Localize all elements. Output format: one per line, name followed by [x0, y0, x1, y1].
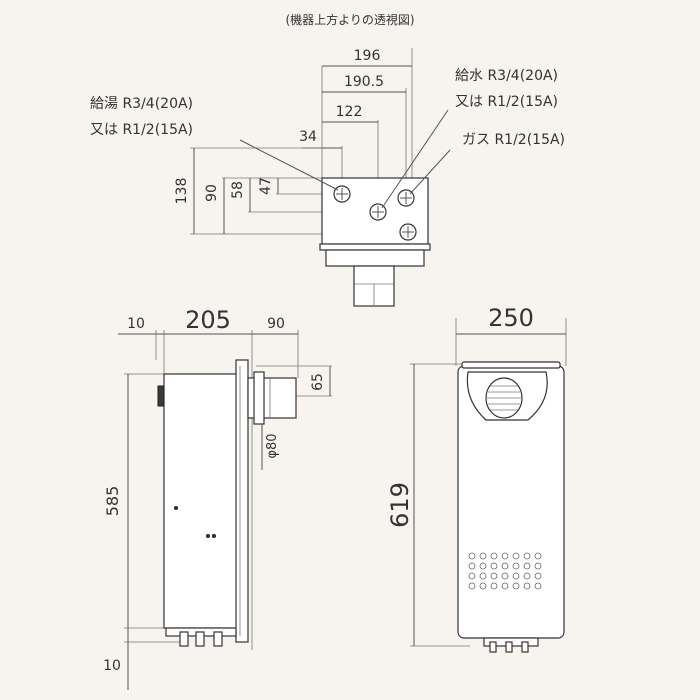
intake-hole [512, 562, 520, 570]
dim-122: 122 [336, 104, 363, 120]
front-view: 250 619 [386, 304, 567, 653]
intake-hole [512, 582, 520, 590]
side-screw-1 [174, 506, 178, 510]
label-hot-line2: 又は R1/2(15A) [90, 122, 193, 138]
label-gas: ガス R1/2(15A) [462, 132, 565, 148]
front-pipe-2 [505, 641, 513, 653]
intake-hole [468, 572, 476, 580]
intake-hole [468, 552, 476, 560]
dim-front-619: 619 [386, 482, 414, 528]
intake-hole [534, 552, 542, 560]
dim-side-585: 585 [103, 486, 122, 517]
intake-hole [490, 552, 498, 560]
dim-side-phi80: φ80 [265, 433, 280, 458]
intake-hole [523, 582, 531, 590]
front-pipe-3 [521, 641, 529, 653]
label-hot-line1: 給湯 R3/4(20A) [90, 95, 193, 112]
front-pipe-1 [489, 641, 497, 653]
dim-47: 47 [258, 177, 274, 195]
label-water-line1: 給水 R3/4(20A) [455, 68, 558, 84]
hot-water-fitting-icon [333, 185, 351, 203]
dim-58: 58 [230, 181, 246, 199]
leader-gas [409, 149, 451, 195]
dim-front-250: 250 [488, 304, 534, 332]
intake-hole [534, 562, 542, 570]
front-intake-grid [468, 552, 542, 590]
top-view-caption: (機器上方よりの透視図) [285, 12, 414, 27]
intake-hole [534, 582, 542, 590]
intake-hole [490, 582, 498, 590]
side-view: 10 205 90 65 φ80 585 10 [103, 306, 332, 690]
side-top-tab [157, 385, 165, 407]
side-mounting-plate [235, 359, 249, 643]
dim-138: 138 [174, 178, 190, 205]
intake-hole [479, 582, 487, 590]
intake-hole [490, 562, 498, 570]
lower-fitting-icon [399, 223, 417, 241]
intake-hole [468, 562, 476, 570]
top-unit-lower [325, 249, 425, 267]
intake-hole [479, 572, 487, 580]
top-view: (機器上方よりの透視図) 196 190.5 122 34 138 90 58 … [90, 12, 565, 307]
dim-side-205: 205 [185, 306, 231, 334]
side-duct-collar [253, 371, 265, 425]
intake-hole [490, 572, 498, 580]
front-vent-louvers [487, 385, 521, 411]
intake-hole [512, 552, 520, 560]
label-water-line2: 又は R1/2(15A) [455, 94, 558, 110]
side-pipe-3 [213, 631, 223, 647]
side-pipe-2 [195, 631, 205, 647]
intake-hole [534, 572, 542, 580]
side-screw-2 [206, 534, 210, 538]
intake-hole [501, 562, 509, 570]
intake-hole [468, 582, 476, 590]
dim-34: 34 [299, 129, 317, 145]
front-top-cap [461, 361, 561, 369]
side-screw-3 [212, 534, 216, 538]
side-unit-body [163, 373, 243, 629]
intake-hole [501, 552, 509, 560]
dim-side-10-bottom: 10 [103, 658, 121, 674]
intake-hole [501, 582, 509, 590]
top-unit-flange [319, 243, 431, 251]
intake-hole [512, 572, 520, 580]
side-pipe-1 [179, 631, 189, 647]
intake-hole [479, 562, 487, 570]
leader-water [381, 109, 449, 209]
dim-90: 90 [204, 184, 220, 202]
intake-hole [523, 572, 531, 580]
dim-side-10-top: 10 [127, 316, 145, 332]
intake-hole [523, 552, 531, 560]
dim-side-65: 65 [310, 373, 326, 391]
intake-hole [479, 552, 487, 560]
dim-190-5: 190.5 [344, 74, 384, 90]
leader-hot [239, 139, 339, 191]
dim-side-90: 90 [267, 316, 285, 332]
dim-196: 196 [354, 48, 381, 64]
intake-hole [501, 572, 509, 580]
intake-hole [523, 562, 531, 570]
